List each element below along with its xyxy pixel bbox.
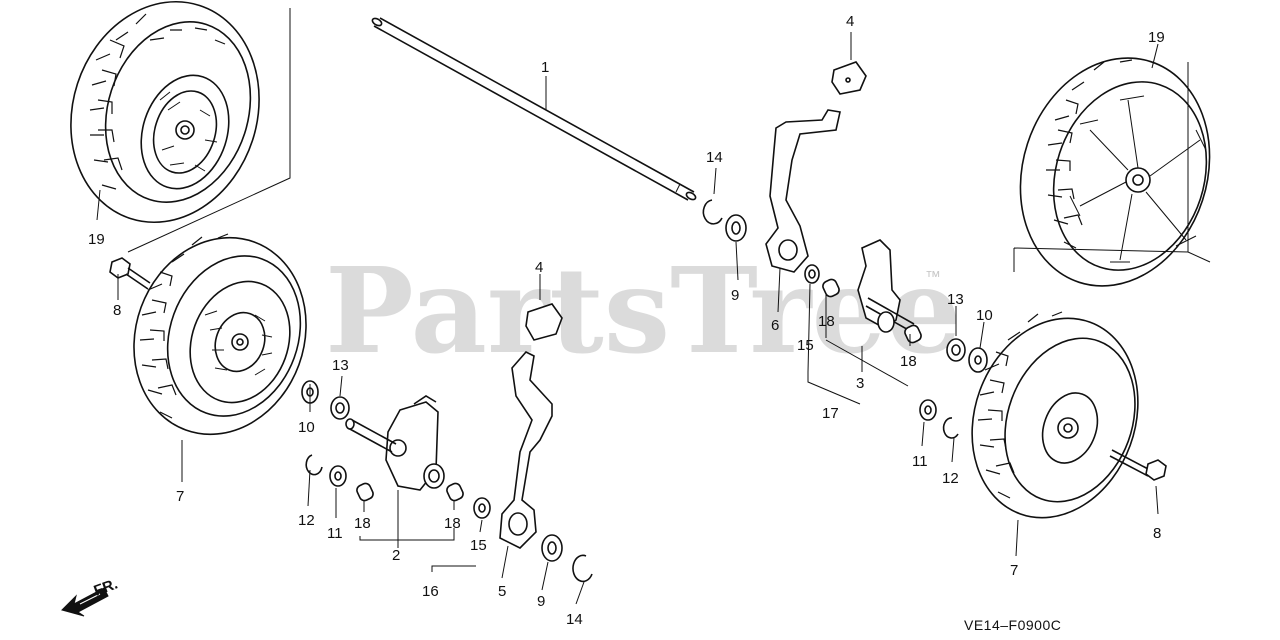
lever-knob-top[interactable] [831, 61, 867, 95]
callout-labels: 1 2 3 4 4 5 6 7 7 8 8 9 9 10 10 11 11 12… [88, 13, 1165, 628]
callout-9-top: 9 [731, 287, 739, 304]
callout-13-right: 13 [947, 291, 964, 308]
callout-14-bottom: 14 [566, 611, 583, 628]
callout-9-bottom: 9 [537, 593, 545, 610]
callout-16: 16 [422, 583, 439, 600]
callout-11-left: 11 [327, 525, 343, 542]
direction-label: FR. [92, 576, 121, 600]
callout-6: 6 [771, 317, 779, 334]
diagram-code: VE14–F0900C [964, 617, 1061, 633]
right-lever[interactable] [765, 109, 841, 273]
right-wheel-bolt[interactable] [1109, 449, 1167, 481]
callout-8-left: 8 [113, 302, 121, 319]
callout-12-right: 12 [942, 470, 959, 487]
left-height-adjuster[interactable] [345, 395, 445, 491]
watermark-trademark: ™ [925, 269, 941, 286]
callout-1: 1 [541, 59, 549, 76]
callout-18-left-b: 18 [444, 515, 461, 532]
upper-right-wheel-assembly[interactable] [992, 33, 1239, 311]
callout-7-right: 7 [1010, 562, 1018, 579]
callout-18-right-b: 18 [900, 353, 917, 370]
callout-19-left: 19 [88, 231, 105, 248]
callout-12-left: 12 [298, 512, 315, 529]
callout-2: 2 [392, 547, 400, 564]
callout-7-left: 7 [176, 488, 184, 505]
front-direction-arrow-icon [61, 587, 109, 617]
leader-lines [96, 32, 1159, 605]
left-lever[interactable] [499, 351, 553, 549]
washers-and-clips[interactable] [541, 199, 747, 583]
right-height-adjuster[interactable] [804, 239, 988, 439]
left-small-parts[interactable] [301, 380, 491, 519]
callout-15-left: 15 [470, 537, 487, 554]
callout-11-right: 11 [912, 453, 928, 470]
callout-17: 17 [822, 405, 839, 422]
lever-knob-center[interactable] [525, 303, 563, 341]
callout-4-center: 4 [535, 259, 543, 276]
callout-15-right: 15 [797, 337, 814, 354]
lower-right-wheel-assembly[interactable] [945, 295, 1165, 541]
lower-left-wheel-assembly[interactable] [107, 213, 333, 458]
left-wheel-bolt[interactable] [109, 257, 151, 290]
callout-4-top: 4 [846, 13, 854, 30]
callout-8-right: 8 [1153, 525, 1161, 542]
callout-10-left: 10 [298, 419, 315, 436]
upper-left-wheel-assembly[interactable] [43, 0, 291, 253]
callout-18-right-a: 18 [818, 313, 835, 330]
callout-13-left: 13 [332, 357, 349, 374]
callout-18-left-a: 18 [354, 515, 371, 532]
callout-10-right: 10 [976, 307, 993, 324]
callout-3: 3 [856, 375, 864, 392]
callout-14-top: 14 [706, 149, 723, 166]
callout-19-right: 19 [1148, 29, 1165, 46]
rear-axle-shaft[interactable] [371, 17, 697, 201]
callout-5: 5 [498, 583, 506, 600]
